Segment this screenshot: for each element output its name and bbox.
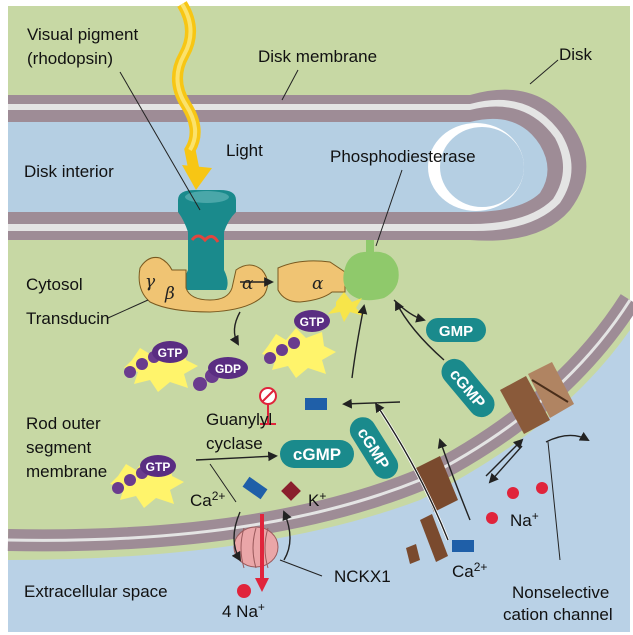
rod-outer-label-3: membrane [26, 462, 107, 481]
light-wave-highlight [175, 2, 198, 152]
ca-feedback-arrow [351, 304, 368, 379]
rhodopsin-leader [119, 71, 201, 211]
activated-alpha-label: α [312, 274, 324, 294]
cgmp-horizontal-text: cGMP [293, 445, 341, 464]
gtp-to-cgmp-arrow [195, 451, 278, 462]
nckx1-helices [240, 527, 269, 569]
disk-label: Disk [559, 45, 593, 64]
na-ion-exchanger [237, 584, 251, 598]
gtp-bound-alpha: GTP [262, 310, 336, 378]
nckx1-na-arrowhead [255, 578, 269, 592]
rod-outer-label-1: Rod outer [26, 414, 101, 433]
pde-activation-flash [328, 292, 364, 322]
gtp-substrate: GTP [110, 455, 184, 508]
k-plus-label: K+ [308, 489, 326, 510]
rod-outer-label-2: segment [26, 438, 91, 457]
disk-leader [529, 59, 559, 85]
ca-ion-marker-left [242, 476, 268, 500]
cgmp-pill-horizontal: cGMP [280, 440, 354, 468]
rhodopsin-label: (rhodopsin) [27, 49, 113, 68]
na-ion-2 [536, 482, 548, 494]
disk-membrane-leader [281, 69, 299, 101]
cation-channel-left [406, 456, 458, 564]
plasma-membrane-line [7, 299, 632, 542]
ca-entry-arrow [437, 438, 471, 521]
rhodopsin-top-highlight [185, 191, 229, 203]
gdp-text: GDP [215, 362, 241, 376]
cgmp-channel-path [374, 402, 449, 541]
ca-ion-marker-right [452, 540, 474, 552]
four-na-label: 4 Na+ [222, 600, 265, 621]
extracellular-label: Extracellular space [24, 582, 168, 601]
nckx1-leader [279, 559, 323, 577]
disk-lumen-inner [440, 127, 524, 207]
gtp-gdp-exchange-arrow [229, 311, 241, 346]
ca-left-label: Ca2+ [190, 489, 225, 510]
disk-interior-label: Disk interior [24, 162, 114, 181]
transducin-alpha-label: α [242, 274, 254, 294]
rod-membrane-leader [209, 463, 237, 503]
cgmp-hydrolysis-arrow [395, 300, 445, 361]
gtp-released: GTP [124, 341, 198, 392]
nckx1-label: NCKX1 [334, 567, 391, 586]
transducin-beta-label: β [164, 284, 175, 304]
nonselective-label-1: Nonselective [512, 583, 609, 602]
transducin-heterotrimer [138, 257, 268, 313]
ca-right-label: Ca2+ [452, 560, 487, 581]
phosphodiesterase [343, 251, 399, 301]
visual-pigment-label: Visual pigment [27, 25, 138, 44]
transducin-label: Transducin [26, 309, 109, 328]
na-plus-label: Na+ [510, 509, 539, 530]
retinal-chromophore [190, 234, 220, 243]
gmp-pill: GMP [426, 318, 486, 342]
light-arrowhead [182, 165, 212, 190]
gtp-substrate-text: GTP [146, 460, 171, 474]
activated-alpha-subunit [277, 260, 346, 303]
cation-channel-right [500, 362, 574, 434]
cytosol-label: Cytosol [26, 275, 83, 294]
guanylyl-label-1: Guanylyl [206, 410, 272, 429]
phosphodiesterase-leader [375, 169, 403, 247]
light-label: Light [226, 141, 263, 160]
nckx1-k-out-arrow [282, 510, 292, 561]
na-ion-1 [507, 487, 519, 499]
ca-inhibition-arrow [342, 398, 401, 409]
k-ion-marker [281, 481, 301, 501]
ca-ion-marker-guanylyl [305, 398, 327, 410]
channel-exchange-arrow [485, 438, 524, 477]
inhibition-slash [261, 389, 275, 403]
channel-exchange-arrow-return [488, 445, 523, 484]
disk-membrane-label: Disk membrane [258, 47, 377, 66]
guanylyl-label-2: cyclase [206, 434, 263, 453]
na-entry-arrow [545, 431, 590, 443]
gmp-text: GMP [439, 323, 473, 340]
disk-interior-region [8, 118, 548, 212]
na-ion-3 [486, 512, 498, 524]
gtp-released-text: GTP [158, 346, 183, 360]
transducin-gamma-label: γ [145, 272, 156, 292]
transducin-leader [107, 299, 149, 319]
cation-channel-leader [547, 441, 561, 561]
nckx1-ca-out-arrow [231, 511, 242, 562]
nonselective-label-2: cation channel [503, 605, 613, 624]
phosphodiesterase-label: Phosphodiesterase [330, 147, 476, 166]
gdp-molecule: GDP [193, 357, 248, 391]
phosphodiesterase-anchor [366, 240, 374, 254]
gtp-alpha-text: GTP [300, 315, 325, 329]
